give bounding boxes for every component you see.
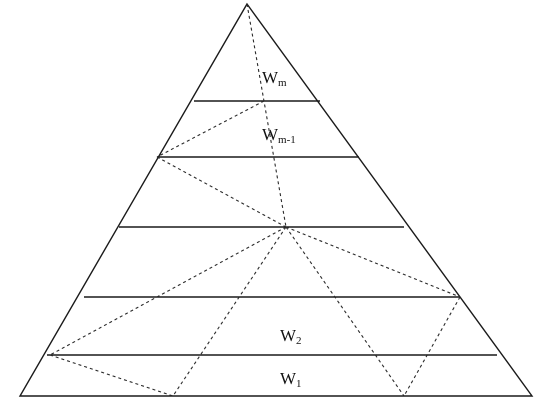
dashed-right-to-bottom [403, 296, 461, 397]
pyramid-outline [18, 2, 534, 397]
dashed-lines [49, 3, 461, 397]
dashed-center-to-bottom-right [285, 226, 405, 397]
dashed-center-to-bottom-left [172, 226, 287, 397]
label-w-2: W2 [280, 326, 302, 347]
dashed-center-to-left [49, 226, 287, 356]
dashed-left-to-bottom [49, 354, 174, 397]
dashed-left-to-center [156, 156, 287, 228]
dashed-center-to-right [285, 226, 461, 298]
label-w-1: W1 [280, 369, 302, 390]
dashed-wm1-left [156, 100, 265, 158]
label-w-m: Wm [262, 68, 287, 89]
dashed-apex-vertical [246, 3, 287, 228]
level-lines [47, 100, 497, 356]
label-w-m-minus-1: Wm-1 [262, 125, 296, 146]
